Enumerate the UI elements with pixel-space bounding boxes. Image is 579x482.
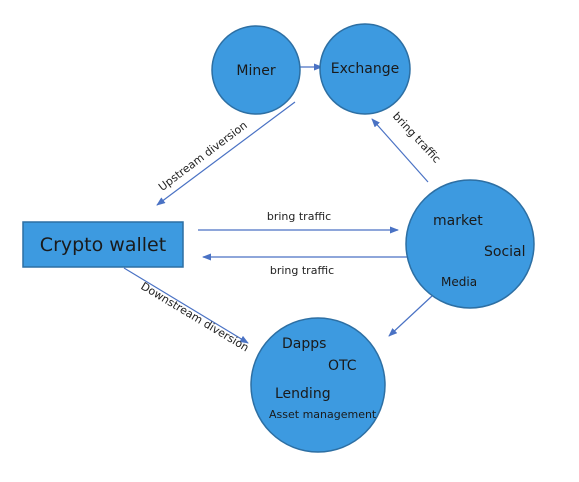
upstream-arrow <box>156 101 296 206</box>
social-to-dapps-arrow <box>388 295 433 337</box>
miner-node <box>211 25 301 115</box>
social-media-label-social: Social <box>484 244 526 260</box>
downstream-label: Downstream diversion <box>139 280 252 355</box>
social-to-wallet-label: bring traffic <box>270 264 334 277</box>
dapps-node <box>250 317 386 453</box>
exchange-label: Exchange <box>331 61 399 77</box>
exchange-node <box>319 23 411 115</box>
dapps-label-lending: Lending <box>275 386 331 402</box>
crypto-wallet-node <box>22 221 184 268</box>
social-media-label-media: Media <box>441 275 477 289</box>
wallet-to-social-label: bring traffic <box>267 210 331 223</box>
dapps-label-asset-management: Asset management <box>269 408 377 421</box>
miner-label: Miner <box>236 63 275 79</box>
social-media-node <box>405 179 535 309</box>
social-to-exchange-arrow <box>371 118 429 183</box>
downstream-arrow <box>123 267 249 344</box>
dapps-label-dapps: Dapps <box>282 336 326 352</box>
social-to-exchange-label: bring traffic <box>390 110 443 166</box>
dapps-label-otc: OTC <box>328 358 357 374</box>
upstream-label: Upstream diversion <box>156 119 250 194</box>
crypto-wallet-label: Crypto wallet <box>40 234 166 256</box>
social-media-label-market: market <box>433 213 483 229</box>
